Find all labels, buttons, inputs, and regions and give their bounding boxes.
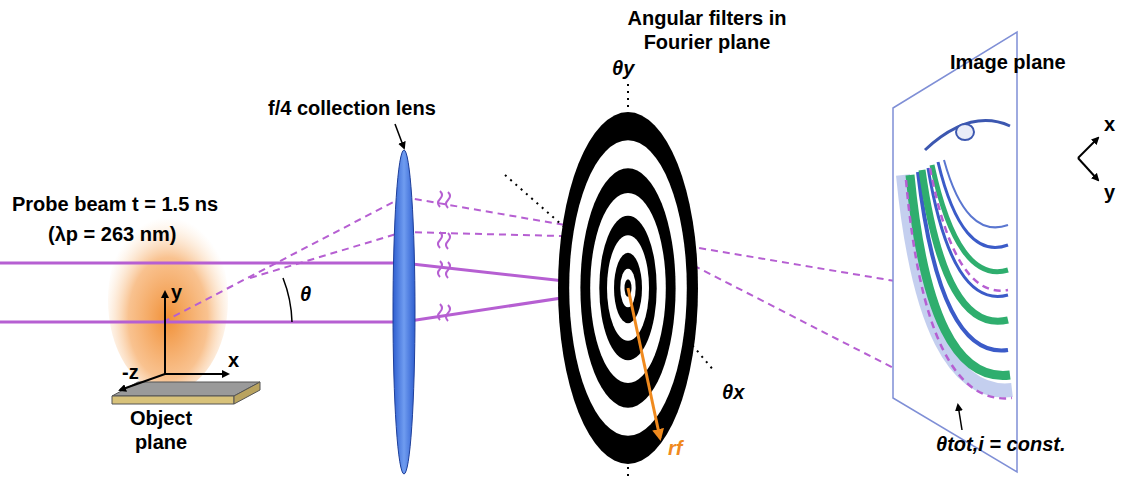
- target-slab: [234, 382, 260, 404]
- radius-label: rf: [668, 436, 682, 460]
- plane-title: Angular filters in Fourier plane: [612, 6, 802, 54]
- filter-axis: [505, 84, 715, 476]
- object-label: Object plane: [106, 406, 216, 454]
- radius-arrow: [628, 288, 660, 438]
- condition-label: θtot,i = const.: [936, 432, 1066, 456]
- beam-label: (λp = 263 nm): [48, 222, 176, 246]
- angle-arc: [283, 278, 292, 322]
- plane-title: Image plane: [950, 50, 1066, 74]
- leader-line: [395, 124, 404, 148]
- axis-label: x: [1104, 112, 1115, 136]
- angle-label: θ: [300, 282, 311, 306]
- axis-label: y: [1104, 180, 1115, 204]
- lens-label: f/4 collection lens: [268, 96, 436, 120]
- target-slab: [112, 396, 234, 404]
- axis-label: -z: [122, 360, 139, 384]
- break-mark: [438, 191, 450, 321]
- axis-label: y: [171, 280, 182, 304]
- axes: [120, 292, 228, 390]
- axis-label: θy: [612, 56, 634, 80]
- angular-filter: [558, 112, 698, 464]
- filter-ring: [558, 112, 698, 464]
- axes: [1078, 138, 1098, 180]
- leader-line: [958, 405, 962, 430]
- collection-lens: [393, 150, 415, 474]
- image-plane: [893, 32, 1017, 472]
- shadowgram-image: [903, 121, 1012, 399]
- axis-label: x: [228, 348, 239, 372]
- beam-label: Probe beam t = 1.5 ns: [12, 192, 218, 216]
- axis-label: θx: [722, 380, 744, 404]
- probe-beam: [0, 263, 628, 322]
